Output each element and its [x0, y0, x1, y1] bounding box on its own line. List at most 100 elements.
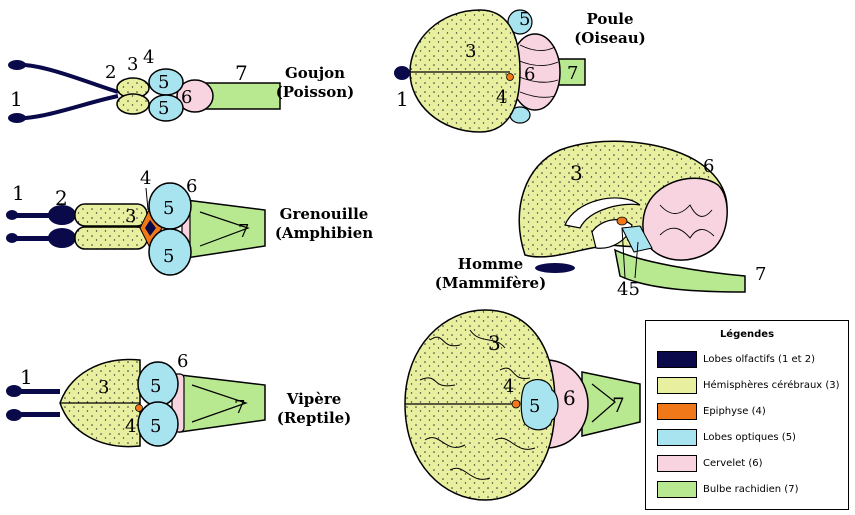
legend-title: Légendes [719, 329, 775, 340]
label-3: 3 [127, 54, 138, 75]
legend-swatch [657, 402, 697, 420]
legend-item-epiphyse: Epiphyse (4) [646, 398, 848, 424]
olfactory-bulb-upper [6, 210, 18, 220]
legend-box: Légendes Lobes olfactifs (1 et 2) Hémisp… [645, 320, 849, 510]
olfactory-bulb [394, 66, 410, 80]
brain-vipere: 1 3 4 5 5 6 7 [6, 351, 266, 448]
bulbe-rachidien [581, 371, 641, 437]
legend-label: Hémisphères cérébraux (3) [703, 379, 840, 391]
label-5a: 5 [158, 72, 169, 93]
label-1: 1 [20, 365, 33, 389]
brain-grenouille: 1 2 3 4 5 5 6 7 [6, 168, 266, 276]
olfactory-nerve-upper [10, 213, 50, 218]
label-4-pointer [621, 227, 626, 279]
olfactory-bulb-lower [6, 409, 22, 421]
label-5b: 5 [163, 246, 174, 267]
epiphyse [135, 404, 143, 412]
caption-homme: Homme (Mammifère) [434, 255, 547, 292]
olfactory-nerve-lower [10, 236, 50, 241]
optic-lobe [621, 225, 653, 253]
label-1: 1 [396, 87, 409, 111]
olfactory-bulb-upper [8, 60, 26, 70]
olfactory-lobe-upper [48, 205, 76, 225]
bulbe-rachidien [185, 199, 266, 259]
optic-lobe-right [148, 94, 184, 122]
legend-label: Cervelet (6) [703, 457, 763, 469]
legend-swatch [657, 350, 697, 368]
label-1: 1 [12, 181, 25, 205]
label-3: 3 [125, 206, 136, 227]
hemisphere-right [74, 226, 148, 250]
label-2: 2 [55, 186, 68, 210]
label-4: 4 [503, 376, 514, 397]
gyri [419, 329, 536, 480]
legend-label: Lobes optiques (5) [703, 431, 796, 443]
olfactory-nerve-upper [9, 62, 119, 94]
caption-poule: Poule (Oiseau) [574, 10, 646, 47]
legend-item-optiques: Lobes optiques (5) [646, 424, 848, 450]
olfactory-nerve-lower [10, 412, 60, 417]
label-7: 7 [612, 393, 625, 417]
label-45: 45 [617, 279, 640, 300]
caption-goujon: Goujon (Poisson) [275, 64, 355, 101]
legend-item-hemispheres: Hémisphères cérébraux (3) [646, 372, 848, 398]
label-1: 1 [10, 87, 23, 111]
brain-top-view-large: 3 4 5 6 7 [404, 309, 641, 501]
olfactory-nerve-lower [9, 94, 119, 121]
cervelet [176, 79, 214, 113]
label-3: 3 [488, 331, 501, 355]
legend-label: Bulbe rachidien (7) [703, 483, 799, 495]
optic-lobe-top [507, 9, 533, 35]
legend-label: Epiphyse (4) [703, 405, 766, 417]
optic-lobe-right [148, 228, 192, 276]
legend-label: Lobes olfactifs (1 et 2) [703, 353, 816, 365]
label-7: 7 [235, 61, 248, 85]
caption-vipere: Vipère (Reptile) [276, 390, 352, 427]
label-7: 7 [567, 63, 578, 84]
label-6: 6 [563, 386, 576, 410]
epiphyse [506, 73, 514, 81]
label-5b: 5 [150, 416, 161, 437]
legend-swatch [657, 480, 697, 498]
optic-lobes [520, 378, 559, 431]
brain-homme: 3 6 7 45 [518, 140, 766, 300]
label-3: 3 [98, 377, 109, 398]
label-5a: 5 [163, 198, 174, 219]
cervelet [547, 359, 589, 449]
label-4: 4 [140, 168, 151, 189]
legend-item-cervelet: Cervelet (6) [646, 450, 848, 476]
hemispheres [409, 9, 521, 133]
legend-swatch [657, 376, 697, 394]
label-4: 4 [125, 416, 136, 437]
bulbe-inner [199, 211, 250, 247]
corpus-callosum [564, 197, 641, 229]
cervelet-folds [516, 44, 559, 98]
olfactory-nerve-upper [10, 389, 60, 394]
olfactory-bulb-lower [6, 233, 18, 243]
label-5b: 5 [158, 98, 169, 119]
optic-lobe-right [137, 401, 179, 447]
brain-poule: 1 3 4 5 6 7 [394, 9, 586, 133]
label-6: 6 [186, 176, 197, 197]
label-2: 2 [105, 62, 116, 83]
olfactory-bulb-lower [8, 113, 26, 123]
epiphyse-core [145, 220, 156, 236]
label-6: 6 [524, 64, 535, 85]
diencephalon [591, 219, 633, 249]
epiphyse [511, 399, 521, 409]
label-6: 6 [177, 351, 188, 372]
epiphyse [616, 216, 628, 226]
brain-goujon: 1 2 3 4 5 5 6 7 [8, 47, 281, 123]
label-7: 7 [234, 397, 245, 418]
label-3: 3 [570, 161, 583, 185]
label-5a: 5 [150, 376, 161, 397]
legend-swatch [657, 428, 697, 446]
label-5-pointer [634, 241, 639, 279]
label-6: 6 [703, 156, 714, 177]
label-6: 6 [181, 87, 192, 108]
label-7: 7 [238, 221, 249, 242]
hemisphere-right [116, 93, 150, 115]
label-5: 5 [519, 9, 530, 30]
label-3: 3 [465, 41, 476, 62]
